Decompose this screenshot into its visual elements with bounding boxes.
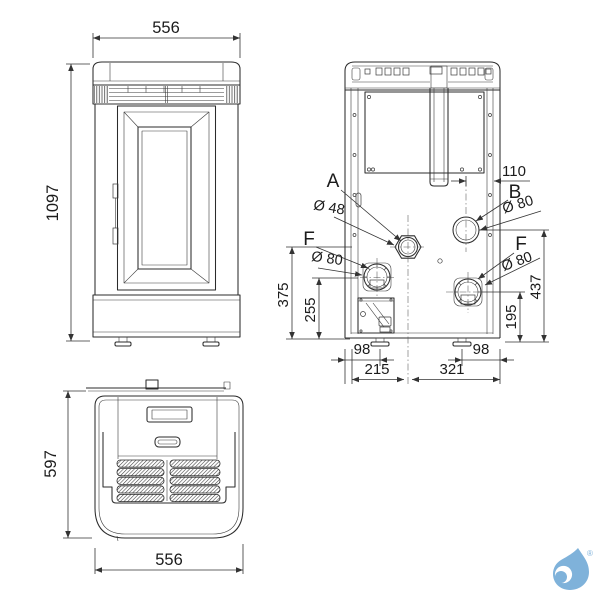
dia-a: Ø 48 [312,197,346,218]
top-depth-dimension: 597 [42,390,92,539]
control-display [146,406,193,423]
rear-base [345,332,500,347]
label-f-right: F [515,234,527,255]
dim-98-right: 98 [473,341,490,358]
label-b: B [509,182,522,203]
front-base [92,294,241,347]
front-door [94,103,239,295]
dim-bottom-row: 98 98 215 321 [331,341,514,384]
dia-b: Ø 80 [501,193,536,217]
label-f-left: F [303,229,315,250]
front-vent-left [94,86,108,103]
front-vent-grille [109,86,224,103]
front-height-value: 1097 [44,185,62,222]
top-width-value: 556 [155,551,183,569]
flue-stub [145,379,159,390]
svg-text:375: 375 [275,282,292,307]
door-hinge [112,183,119,245]
svg-text:195: 195 [503,304,520,329]
power-switch [379,326,391,333]
rear-panel-screws [352,95,492,264]
port-f-left [360,258,396,298]
svg-text:437: 437 [528,274,545,299]
dim-215: 215 [364,361,389,378]
svg-text:255: 255 [302,297,319,322]
power-inlet [378,316,392,327]
rear-top-vents [364,66,492,76]
dim-321: 321 [439,361,464,378]
port-f-right [446,272,483,313]
dim-195: 195 [482,291,525,342]
dim-110: 110 [451,163,530,186]
rear-side-frames [344,87,501,338]
front-width-value: 556 [152,19,180,37]
top-depth-value: 597 [42,450,60,478]
port-b-flue-outlet [452,180,480,252]
dia-f-right: Ø 80 [499,249,534,275]
top-width-dimension: 556 [94,544,244,574]
dim-437: 437 [479,229,549,343]
dim-375: 375 [275,246,352,340]
lid-handle [154,436,181,448]
dim-98-left: 98 [354,341,371,358]
top-view: 597 556 [42,379,244,574]
registered-mark: ® [587,549,593,558]
rear-junction-box [357,297,395,334]
dim-255: 255 [302,277,358,339]
port-labels: A Ø 48 B Ø 80 F Ø 80 F Ø 80 [303,171,542,286]
rear-back-panel [364,65,485,187]
front-width-dimension: 556 [92,19,241,58]
front-vent-right [225,86,239,103]
dia-f-left: Ø 80 [310,249,343,269]
front-view: 556 1097 [44,19,241,347]
front-height-dimension: 1097 [44,63,90,342]
label-a: A [327,171,340,192]
top-grille [116,459,221,502]
brand-watermark: ® [553,548,593,590]
svg-text:110: 110 [502,163,526,180]
rear-view: A Ø 48 B Ø 80 F Ø 80 F Ø 80 110 [275,61,549,384]
